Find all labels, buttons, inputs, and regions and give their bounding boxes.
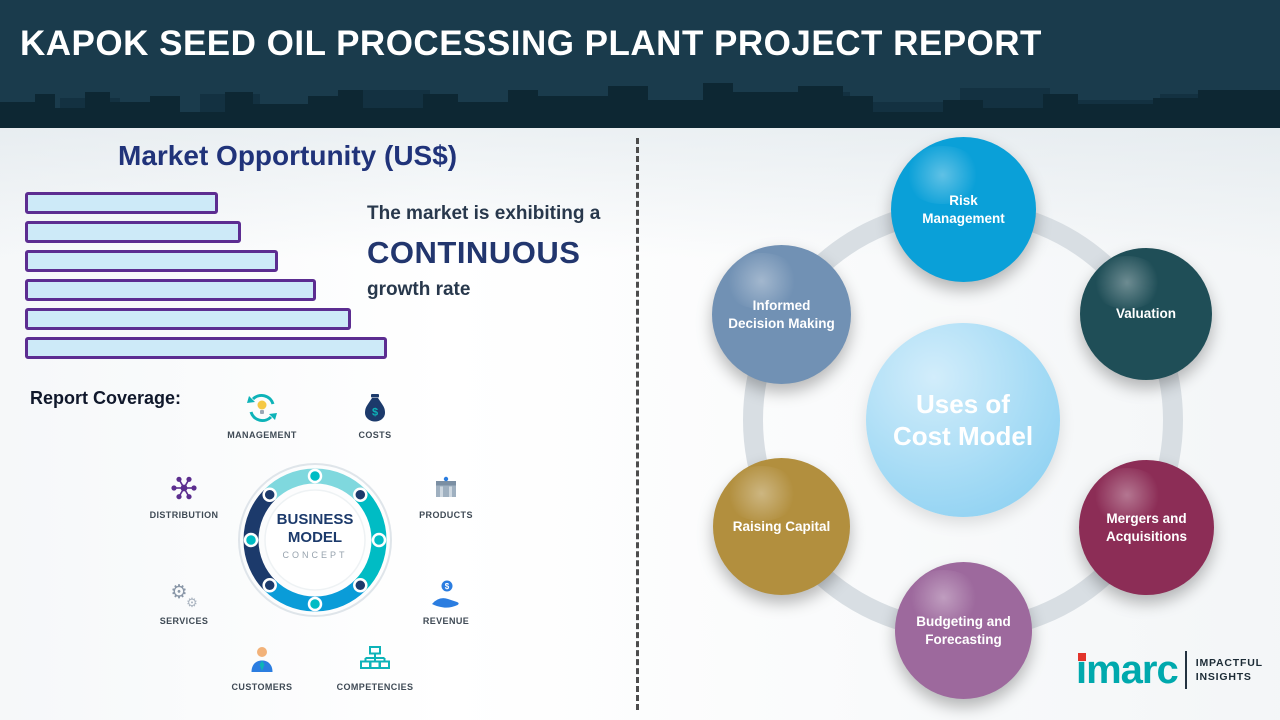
logo-tagline-line1: IMPACTFUL xyxy=(1195,656,1263,669)
business-model-center-label: BUSINESS MODEL CONCEPT xyxy=(258,511,372,560)
imarc-brand-text: imarc xyxy=(1076,648,1179,692)
coverage-item-label: DISTRIBUTION xyxy=(149,510,219,520)
cost-model-circle-label: Budgeting and Forecasting xyxy=(916,613,1011,647)
cost-model-circle-budgeting-forecasting: Budgeting and Forecasting xyxy=(895,562,1032,699)
business-model-line2: MODEL xyxy=(287,529,343,546)
market-bar xyxy=(25,192,218,214)
cost-model-circle-mergers-acquisitions: Mergers and Acquisitions xyxy=(1079,460,1214,595)
market-bar xyxy=(25,279,316,301)
gear-glyph: ⚙ xyxy=(186,596,198,611)
coverage-item-costs: $ COSTS xyxy=(330,390,420,440)
products-crate-icon xyxy=(436,476,456,497)
market-bar-chart xyxy=(25,192,405,366)
coverage-item-label: PRODUCTS xyxy=(419,510,473,520)
coverage-item-label: CUSTOMERS xyxy=(231,682,293,692)
logo-accent xyxy=(1078,653,1086,661)
cost-model-center-circle: Uses of Cost Model xyxy=(866,323,1060,517)
logo-tagline-line2: INSIGHTS xyxy=(1195,671,1252,683)
city-skyline-silhouette xyxy=(0,83,1280,128)
market-bar xyxy=(25,221,241,243)
costs-money-bag-icon: $ xyxy=(365,394,385,422)
management-recycle-bulb-icon xyxy=(247,394,277,422)
distribution-network-icon xyxy=(171,476,197,500)
coverage-item-distribution: DISTRIBUTION xyxy=(139,470,229,520)
header-banner: KAPOK SEED OIL PROCESSING PLANT PROJECT … xyxy=(0,0,1280,128)
coverage-item-label: MANAGEMENT xyxy=(227,430,297,440)
logo-separator xyxy=(1184,651,1187,689)
coverage-item-revenue: $ REVENUE xyxy=(401,576,491,626)
growth-statement-highlight: CONTINUOUS xyxy=(367,235,581,270)
business-model-line1: BUSINESS xyxy=(276,511,354,528)
cost-model-circle-label: Mergers and Acquisitions xyxy=(1105,510,1187,544)
services-gears-icon: ⚙ ⚙ xyxy=(170,581,198,611)
cost-model-circle-label: Informed Decision Making xyxy=(728,297,835,331)
cost-model-center-line2: Cost Model xyxy=(892,421,1034,451)
coverage-item-customers: CUSTOMERS xyxy=(217,642,307,692)
market-opportunity-title: Market Opportunity (US$) xyxy=(118,140,458,171)
cost-model-circle-label: Risk Management xyxy=(922,192,1005,226)
cost-model-circle-valuation: Valuation xyxy=(1080,248,1212,380)
coverage-item-label: SERVICES xyxy=(159,616,209,626)
dollar-glyph: $ xyxy=(445,582,450,591)
competencies-org-chart-icon xyxy=(360,646,390,669)
cost-model-circle-risk-management: Risk Management xyxy=(891,137,1036,282)
cost-model-circle-raising-capital: Raising Capital xyxy=(713,458,850,595)
market-bar xyxy=(25,250,278,272)
coverage-item-label: COSTS xyxy=(358,430,392,440)
cost-model-circle-label: Raising Capital xyxy=(732,518,831,534)
imarc-wordmark: imarc xyxy=(1076,648,1179,692)
growth-statement-line3: growth rate xyxy=(367,279,471,300)
business-model-line3: CONCEPT xyxy=(282,550,348,560)
market-bar xyxy=(25,308,351,330)
coverage-item-label: REVENUE xyxy=(422,616,470,626)
growth-statement: The market is exhibiting a CONTINUOUS gr… xyxy=(367,203,637,301)
coverage-item-services: ⚙ ⚙ SERVICES xyxy=(139,576,229,626)
business-model-ring-diagram xyxy=(238,463,392,617)
imarc-logo: imarc IMPACTFUL INSIGHTS xyxy=(1076,650,1263,690)
cost-model-center-line1: Uses of xyxy=(916,388,1010,419)
coverage-item-products: PRODUCTS xyxy=(401,470,491,520)
customers-person-icon xyxy=(251,647,273,672)
vertical-dashed-divider xyxy=(636,138,639,710)
revenue-hand-coin-icon: $ xyxy=(432,580,459,608)
logo-tagline: IMPACTFUL INSIGHTS xyxy=(1196,656,1263,684)
coverage-item-management: MANAGEMENT xyxy=(217,390,307,440)
dollar-glyph: $ xyxy=(372,407,378,419)
cost-model-circle-label: Valuation xyxy=(1115,306,1176,322)
coverage-item-competencies: COMPETENCIES xyxy=(330,642,420,692)
page-title: KAPOK SEED OIL PROCESSING PLANT PROJECT … xyxy=(20,24,1042,63)
coverage-item-label: COMPETENCIES xyxy=(336,682,414,692)
gear-glyph: ⚙ xyxy=(170,581,187,603)
report-coverage-label: Report Coverage: xyxy=(30,388,182,408)
growth-statement-line1: The market is exhibiting a xyxy=(367,203,601,224)
cost-model-circle-informed-decision-making: Informed Decision Making xyxy=(712,245,851,384)
market-bar xyxy=(25,337,387,359)
